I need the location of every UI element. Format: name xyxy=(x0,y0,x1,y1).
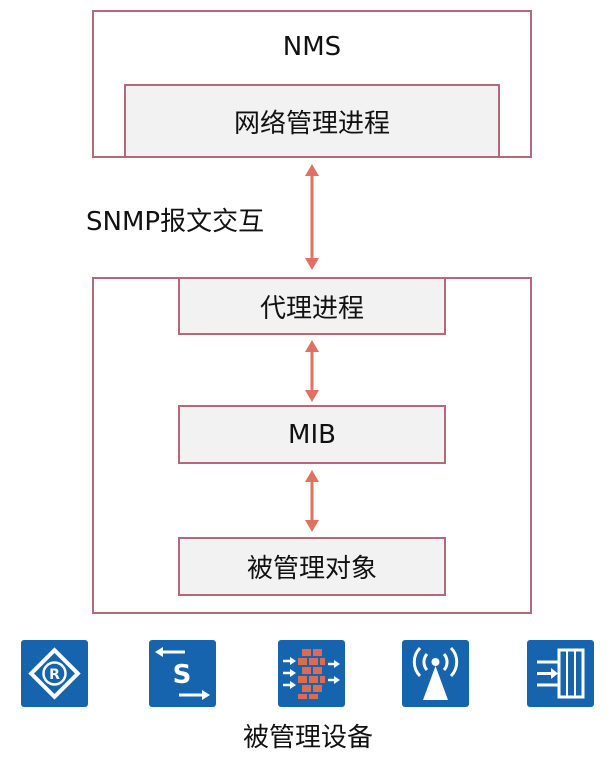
router-icon: R xyxy=(21,640,88,707)
agent-process-label: 代理进程 xyxy=(259,293,364,324)
wireless-ap-icon xyxy=(402,640,469,707)
nms-title: NMS xyxy=(282,32,342,62)
snmp-label: SNMP报文交互 xyxy=(86,207,265,237)
agent-process-box: 代理进程 xyxy=(178,277,446,335)
managed-object-label: 被管理对象 xyxy=(246,554,377,584)
svg-text:S: S xyxy=(173,660,192,690)
svg-text:R: R xyxy=(49,667,60,683)
snmp-arrow xyxy=(305,164,319,270)
nms-process-label: 网络管理进程 xyxy=(233,108,390,139)
nms-process-box: 网络管理进程 xyxy=(124,84,500,158)
mib-label: MIB xyxy=(288,419,336,450)
agent-mib-arrow xyxy=(305,340,319,402)
mib-object-arrow xyxy=(305,470,319,532)
switch-icon: S xyxy=(149,640,216,707)
server-icon xyxy=(527,640,594,707)
firewall-icon xyxy=(278,640,345,707)
devices-label: 被管理设备 xyxy=(242,723,373,753)
managed-object-box: 被管理对象 xyxy=(178,537,446,596)
mib-box: MIB xyxy=(178,405,446,464)
